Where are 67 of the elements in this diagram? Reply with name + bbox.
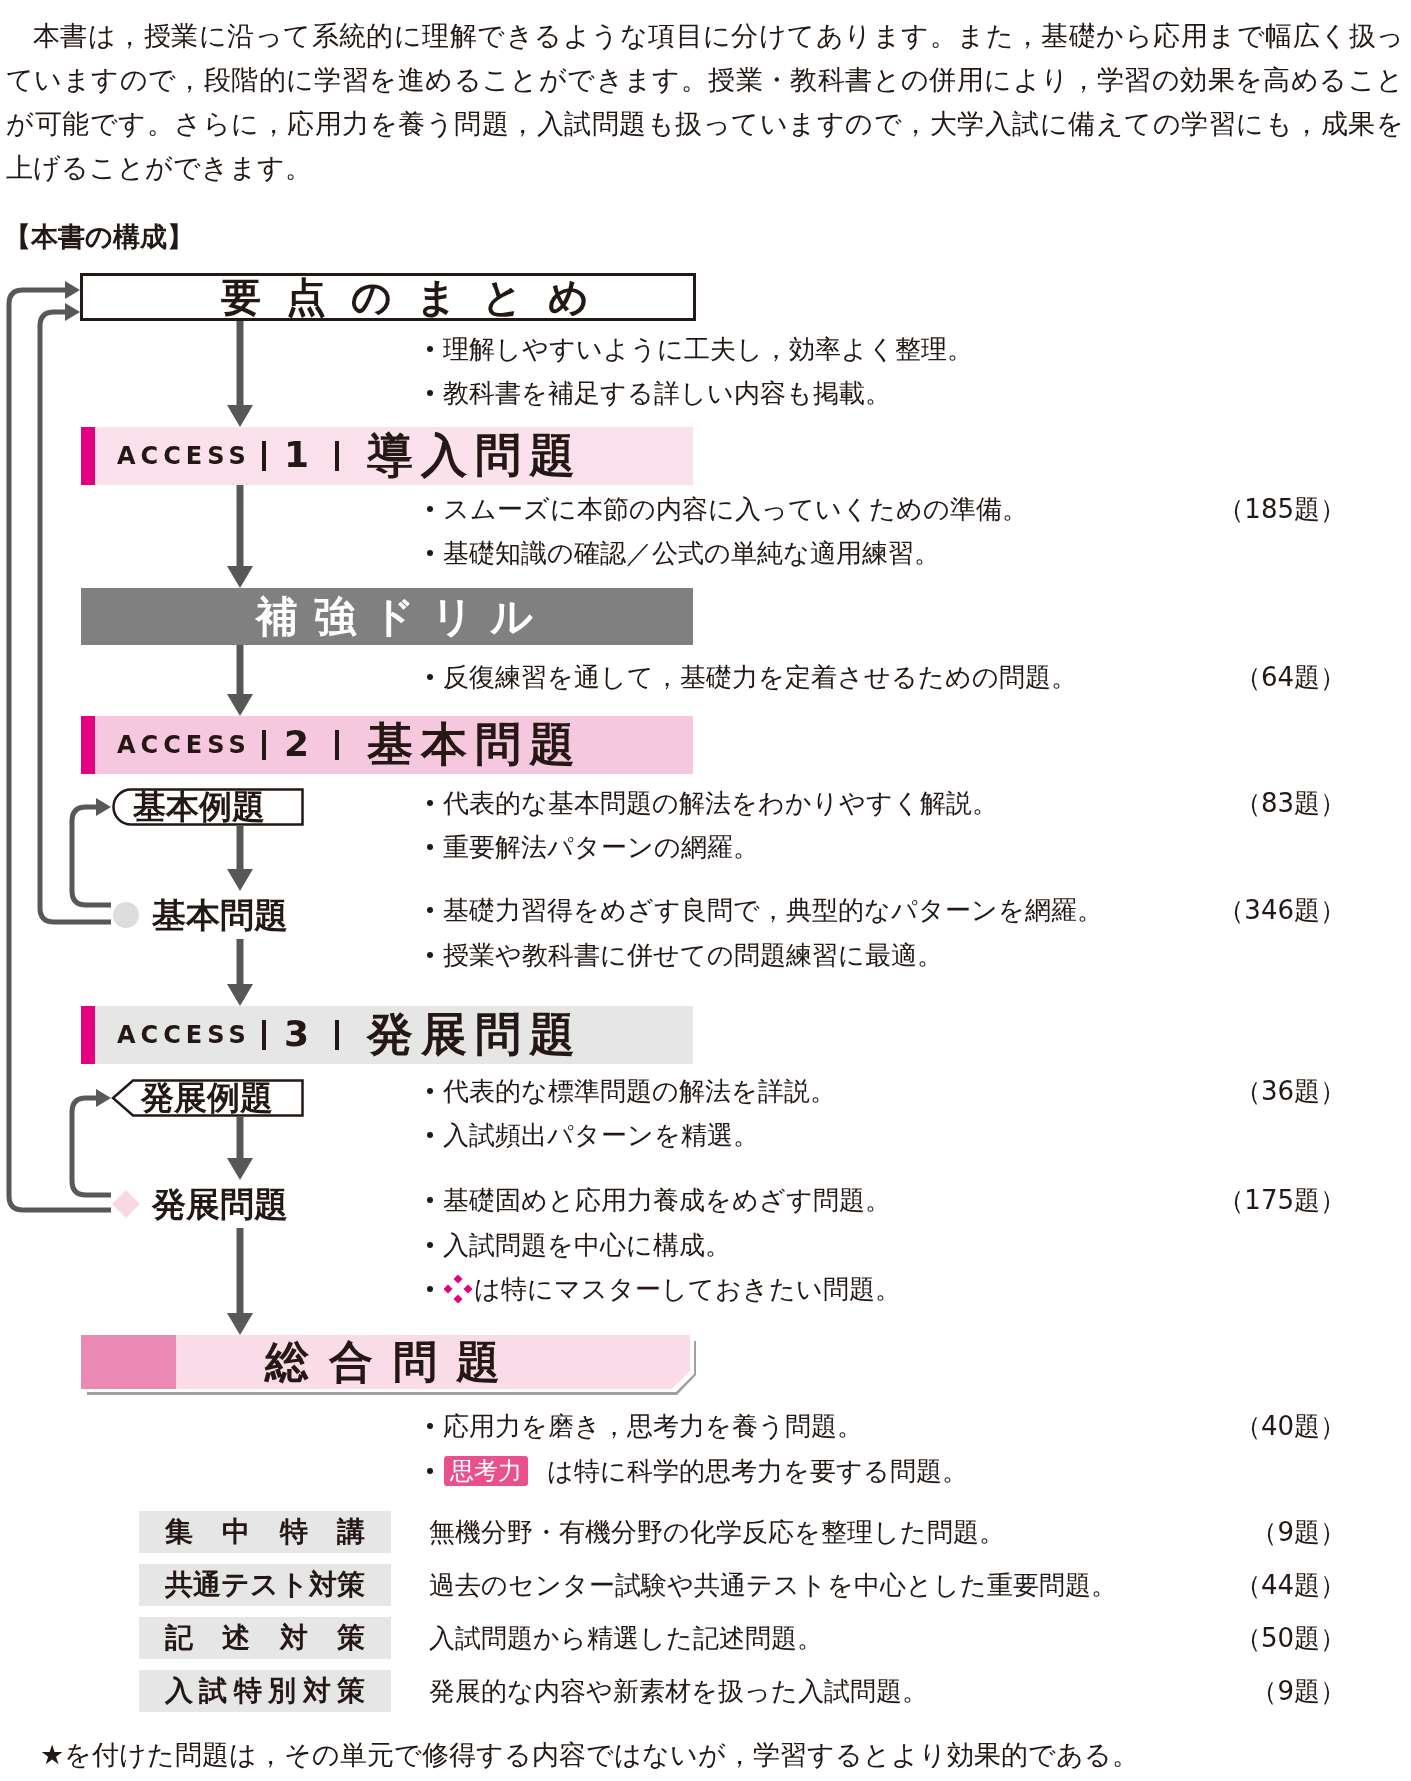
section-number: 1	[284, 433, 310, 477]
category-cell: 入試特別対策	[139, 1670, 391, 1712]
down-arrow	[227, 1117, 253, 1180]
bullet-text: 入試頻出パターンを精選。	[443, 1119, 759, 1152]
problem-count: （9題）	[1251, 1675, 1346, 1708]
loop-arrow	[6, 281, 111, 1213]
problem-count: （36題）	[1234, 1075, 1346, 1108]
description-text: 入試問題から精選した記述問題。	[429, 1622, 823, 1655]
bullet-text: 基礎力習得をめざす良問で，典型的なパターンを網羅。	[443, 894, 1103, 927]
bullet-text: 入試問題を中心に構成。	[443, 1229, 731, 1262]
problem-count: （40題）	[1234, 1410, 1346, 1443]
bullet-text: スムーズに本節の内容に入っていくための準備。	[443, 493, 1028, 526]
section-bar	[81, 716, 693, 774]
loop-arrow	[69, 798, 111, 908]
section-title: 基本問題	[367, 717, 583, 771]
example-tag: 基本例題	[111, 788, 304, 826]
problem-count: （50題）	[1234, 1622, 1346, 1655]
bullet-text: は特にマスターしておきたい問題。	[474, 1273, 901, 1306]
bullet-text: 授業や教科書に併せての問題練習に最適。	[443, 939, 943, 972]
down-arrow	[227, 645, 253, 716]
bullet-text: 重要解法パターンの網羅。	[443, 831, 759, 864]
down-arrow	[227, 826, 253, 891]
bullet-text: 基礎知識の確認／公式の単純な適用練習。	[443, 537, 940, 570]
section-bar	[81, 1006, 693, 1064]
bullet-text: 理解しやすいように工夫し，効率よく整理。	[443, 333, 973, 366]
category-cell: 共通テスト対策	[139, 1564, 391, 1606]
bullet-text: 応用力を磨き，思考力を養う問題。	[443, 1410, 863, 1443]
problem-heading: 発展問題	[152, 1183, 288, 1226]
problem-count: （185題）	[1218, 493, 1346, 526]
keyword-badge: 思考力	[444, 1456, 528, 1486]
problem-count: （44題）	[1234, 1569, 1346, 1602]
section-title: 発展問題	[367, 1007, 583, 1061]
section-number: 3	[284, 1012, 310, 1056]
description-text: は特に科学的思考力を要する問題。	[547, 1455, 968, 1488]
category-cell: 記述対策	[139, 1617, 391, 1659]
problem-count: （175題）	[1218, 1184, 1346, 1217]
summary-title: 総合問題	[265, 1335, 521, 1389]
access-label: ACCESS	[117, 730, 251, 760]
title-box: 要点のまとめ	[80, 273, 696, 321]
description-text: 過去のセンター試験や共通テストを中心とした重要問題。	[429, 1569, 1117, 1602]
down-arrow	[227, 485, 253, 588]
problem-count: （9題）	[1251, 1516, 1346, 1549]
access-label: ACCESS	[117, 1020, 251, 1050]
description-text: 発展的な内容や新素材を扱った入試問題。	[429, 1675, 928, 1708]
bullet-text: 基礎固めと応用力養成をめざす問題。	[443, 1184, 891, 1217]
description-text: 無機分野・有機分野の化学反応を整理した問題。	[429, 1516, 1005, 1549]
section-bar	[81, 427, 693, 485]
section-title: 導入問題	[367, 428, 583, 482]
example-tag: 発展例題	[111, 1079, 304, 1117]
bullet-text: 代表的な基本問題の解法をわかりやすく解説。	[443, 787, 998, 820]
bullet-text: 教科書を補足する詳しい内容も掲載。	[443, 377, 891, 410]
problem-count: （346題）	[1218, 894, 1346, 927]
loop-arrow	[37, 303, 111, 925]
footnote: ★を付けた問題は，その単元で修得する内容ではないが，学習するとより効果的である。	[40, 1738, 1140, 1772]
drill-bar: 補強ドリル	[81, 588, 693, 645]
section-heading: 【本書の構成】	[4, 220, 194, 254]
problem-count: （83題）	[1234, 787, 1346, 820]
problem-count: （64題）	[1234, 661, 1346, 694]
intro-paragraph: 本書は，授業に沿って系統的に理解できるような項目に分けてあります。また，基礎から応用まで幅広く扱っていますので，段階的に学習を進めることができます。授業・教科書との併用により，学習の効果を高めることが可能です。さらに，応用力を養う問題，入試問題も扱っていますので，大学入試に備えての学習にも，成果を上げることができます。	[6, 19, 1404, 185]
problem-heading: 基本問題	[152, 894, 288, 937]
down-arrow	[227, 321, 253, 427]
loop-arrow	[69, 1089, 111, 1198]
category-cell: 集中特講	[139, 1511, 391, 1553]
section-number: 2	[284, 722, 310, 766]
bullet-text: 反復練習を通して，基礎力を定着させるための問題。	[443, 661, 1077, 694]
access-label: ACCESS	[117, 441, 251, 471]
bullet-text: 代表的な標準問題の解法を詳説。	[443, 1075, 836, 1108]
